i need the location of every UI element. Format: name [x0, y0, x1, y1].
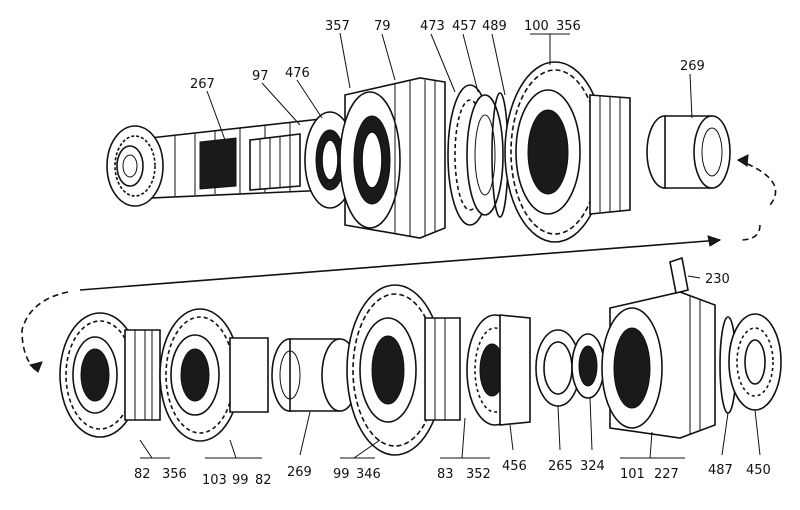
- label-230: 230: [705, 272, 730, 287]
- pin-230: [669, 256, 689, 294]
- upper-shaft-assembly: [106, 61, 731, 243]
- label-456: 456: [502, 459, 527, 474]
- label-450: 450: [746, 463, 771, 478]
- label-269-bottom: 269: [287, 465, 312, 480]
- label-489: 489: [482, 19, 507, 34]
- lower-shaft-assembly: [59, 256, 782, 456]
- label-99-b: 99: [333, 467, 350, 482]
- lower-nut-324: [571, 333, 605, 399]
- lower-gear-82-356: [59, 312, 161, 438]
- label-82-a: 82: [134, 467, 151, 482]
- label-99-a: 99: [232, 473, 249, 488]
- reference-labels: 267 97 476 357 79 473 457 489 100 356 26…: [134, 19, 771, 488]
- label-101: 101: [620, 467, 645, 482]
- upper-bushing-269: [646, 115, 731, 189]
- upper-splined-shaft: [149, 117, 331, 199]
- lower-bearing-456: [499, 314, 531, 426]
- upper-clutch-drum: [339, 77, 446, 239]
- lower-gear-103-99-82: [159, 308, 269, 442]
- label-79: 79: [374, 19, 391, 34]
- label-476: 476: [285, 66, 310, 81]
- lower-bearing-450: [728, 313, 782, 411]
- label-103: 103: [202, 473, 227, 488]
- upper-splined-sleeve: [249, 133, 301, 191]
- assembly-path-arrows: [21, 154, 777, 373]
- label-97: 97: [252, 69, 269, 84]
- label-227: 227: [654, 467, 679, 482]
- lower-bushing-269: [271, 338, 359, 412]
- lower-large-gear-99-346: [346, 284, 461, 456]
- label-357: 357: [325, 19, 350, 34]
- leader-lines: [139, 32, 761, 459]
- label-473: 473: [420, 19, 445, 34]
- label-265: 265: [548, 459, 573, 474]
- upper-large-gear: [504, 61, 631, 243]
- lower-ring-265: [535, 329, 581, 407]
- label-346: 346: [356, 467, 381, 482]
- label-82-b: 82: [255, 473, 272, 488]
- label-267: 267: [190, 77, 215, 92]
- label-100: 100: [524, 19, 549, 34]
- label-83: 83: [437, 467, 454, 482]
- label-356-top: 356: [556, 19, 581, 34]
- lower-housing-101-227: [601, 291, 716, 439]
- upper-bearing-473-457: [447, 84, 504, 226]
- label-352: 352: [466, 467, 491, 482]
- label-457: 457: [452, 19, 477, 34]
- label-487: 487: [708, 463, 733, 478]
- upper-left-end-gear: [106, 125, 164, 207]
- label-269-top: 269: [680, 59, 705, 74]
- label-324: 324: [580, 459, 605, 474]
- label-356-bottom: 356: [162, 467, 187, 482]
